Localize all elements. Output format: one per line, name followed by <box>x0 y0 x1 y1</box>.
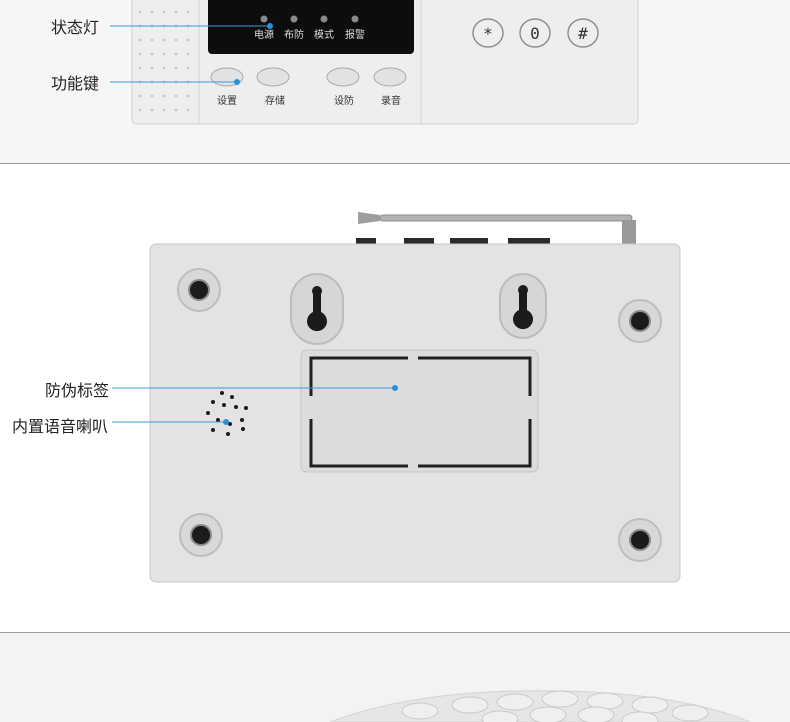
label-compartment <box>300 349 539 473</box>
function-key-label-arm: 设防 <box>334 94 354 107</box>
label-callout-dot <box>392 385 398 391</box>
section-divider <box>0 632 790 633</box>
port-slot <box>508 238 550 247</box>
indicator-label-alarm: 报警 <box>345 28 365 41</box>
antenna-tip <box>358 212 380 224</box>
svg-text:#: # <box>578 24 588 43</box>
wall-mount-keyhole-icon <box>290 273 344 345</box>
rubber-foot-icon <box>618 518 662 562</box>
arm-key[interactable] <box>326 67 360 87</box>
function-key-label-settings: 设置 <box>217 95 237 107</box>
port-slot <box>356 238 376 247</box>
speaker-holes-icon <box>206 391 248 436</box>
bottom-view-illustration <box>112 212 681 583</box>
section-divider <box>0 163 790 164</box>
mode-led-icon <box>320 15 328 23</box>
speaker-callout: 内置语音喇叭 <box>12 417 109 436</box>
svg-text:0: 0 <box>530 24 540 43</box>
status-lights-callout-dot <box>267 23 273 29</box>
function-keys-callout: 功能键 <box>51 74 100 93</box>
keypad-glimpse-section <box>0 633 790 722</box>
bottom-view-section: 防伪标签 内置语音喇叭 <box>0 164 790 633</box>
front-panel-illustration: 电源 布防 模式 报警 设置 存储 设防 录音 * 0 # <box>110 0 639 125</box>
power-led-icon <box>260 15 268 23</box>
store-key[interactable] <box>256 67 290 87</box>
keypad-zero-key[interactable]: 0 <box>519 18 551 48</box>
svg-text:*: * <box>483 24 493 43</box>
rubber-foot-icon <box>177 268 221 312</box>
keypad-buttons <box>401 690 709 722</box>
indicator-label-power: 电源 <box>254 28 274 41</box>
arm-led-icon <box>290 15 298 23</box>
keypad-hash-key[interactable]: # <box>567 18 599 48</box>
keypad-star-key[interactable]: * <box>472 18 504 48</box>
indicator-label-arm: 布防 <box>284 28 304 41</box>
keypad-glimpse-illustration <box>329 690 751 722</box>
anti-counterfeit-label-callout: 防伪标签 <box>45 381 110 400</box>
record-key[interactable] <box>373 67 407 87</box>
alarm-led-icon <box>351 15 359 23</box>
antenna-icon <box>379 214 633 222</box>
wall-mount-keyhole-icon <box>499 273 547 339</box>
port-slot <box>404 238 434 247</box>
function-key-label-record: 录音 <box>381 94 401 107</box>
speaker-callout-dot <box>223 419 229 425</box>
indicator-label-mode: 模式 <box>314 28 334 41</box>
antenna-base <box>622 220 636 246</box>
rubber-foot-icon <box>179 513 223 557</box>
function-key-label-store: 存储 <box>265 94 285 107</box>
port-slot <box>450 238 488 247</box>
lcd-display <box>208 0 414 54</box>
rubber-foot-icon <box>618 299 662 343</box>
front-panel-section: 电源 布防 模式 报警 设置 存储 设防 录音 * 0 # 状态灯 功能键 <box>0 0 790 164</box>
status-lights-callout: 状态灯 <box>51 18 100 37</box>
label-compartment-outline <box>309 356 532 468</box>
function-keys-callout-dot <box>234 79 240 85</box>
